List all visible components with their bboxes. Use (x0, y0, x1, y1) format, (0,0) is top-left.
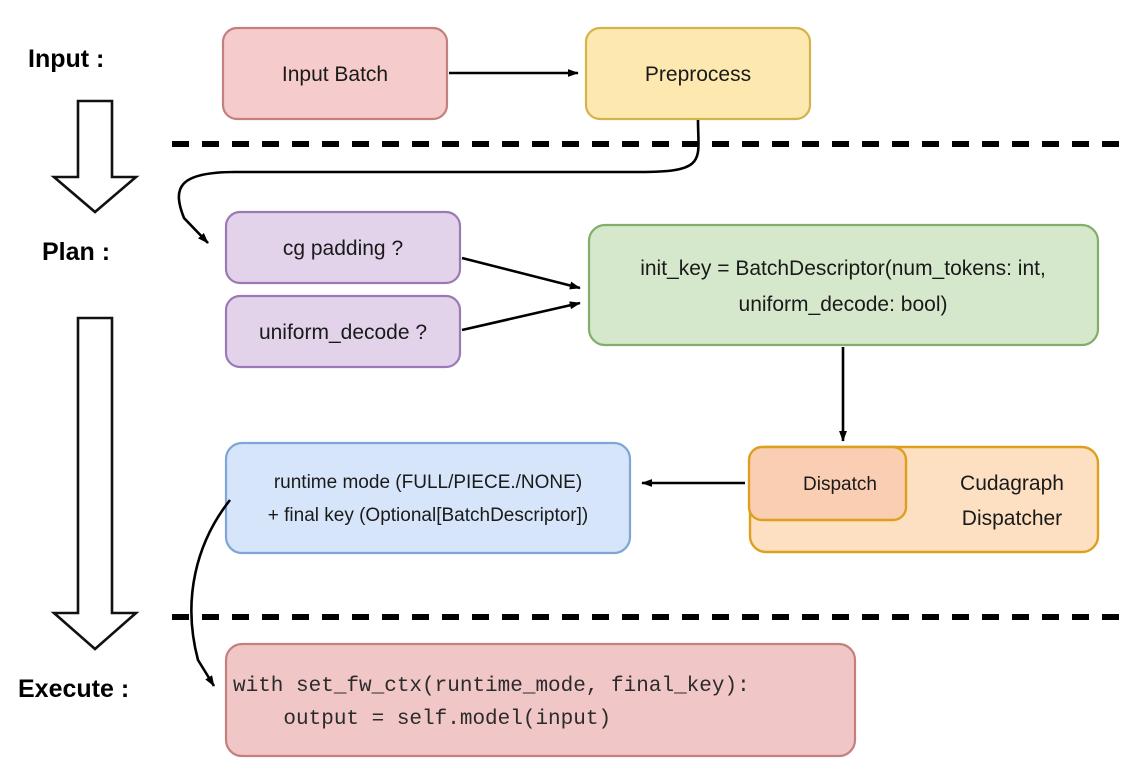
node-runtime-mode[interactable] (224, 441, 632, 555)
node-runtime-mode-line2: + final key (Optional[BatchDescriptor]) (268, 505, 589, 526)
edge-runtime-mode-to-execute (190, 499, 232, 687)
node-cudagraph-dispatcher-label-line2: Dispatcher (962, 507, 1062, 530)
node-cudagraph-dispatcher-label-line1: Cudagraph (960, 472, 1064, 495)
node-cg-padding-label: cg padding ? (283, 237, 403, 260)
stage-label-plan: Plan : (42, 238, 110, 266)
node-uniform-decode-label: uniform_decode ? (259, 321, 427, 344)
stage-label-input: Input : (28, 45, 104, 73)
node-execute-code-line2: output = self.model(input) (233, 708, 611, 731)
node-preprocess[interactable] (584, 26, 812, 121)
node-dispatch[interactable] (747, 445, 908, 522)
node-init-key-line2: uniform_decode: bool) (739, 293, 948, 316)
edge-preprocess-to-plan (177, 119, 700, 244)
node-execute-code-line1: with set_fw_ctx(runtime_mode, final_key)… (233, 675, 750, 698)
node-input-batch-label: Input Batch (282, 63, 388, 86)
node-input-batch[interactable] (221, 26, 449, 121)
node-execute-code[interactable] (224, 642, 857, 758)
stage-arrow-plan-to-execute (50, 316, 140, 651)
node-runtime-mode-line1: runtime mode (FULL/PIECE./NONE) (274, 472, 582, 493)
stage-label-execute: Execute : (18, 675, 129, 703)
edge-uniform-decode-to-init-key (461, 301, 581, 332)
node-cg-padding[interactable] (224, 210, 462, 285)
node-init-key-line1: init_key = BatchDescriptor(num_tokens: i… (640, 257, 1046, 280)
edge-cg-padding-to-init-key (461, 256, 581, 290)
node-preprocess-label: Preprocess (645, 63, 751, 86)
node-dispatch-label: Dispatch (803, 474, 877, 495)
node-uniform-decode[interactable] (224, 294, 462, 369)
node-init-key[interactable] (587, 223, 1100, 347)
stage-arrow-input-to-plan (50, 99, 140, 214)
